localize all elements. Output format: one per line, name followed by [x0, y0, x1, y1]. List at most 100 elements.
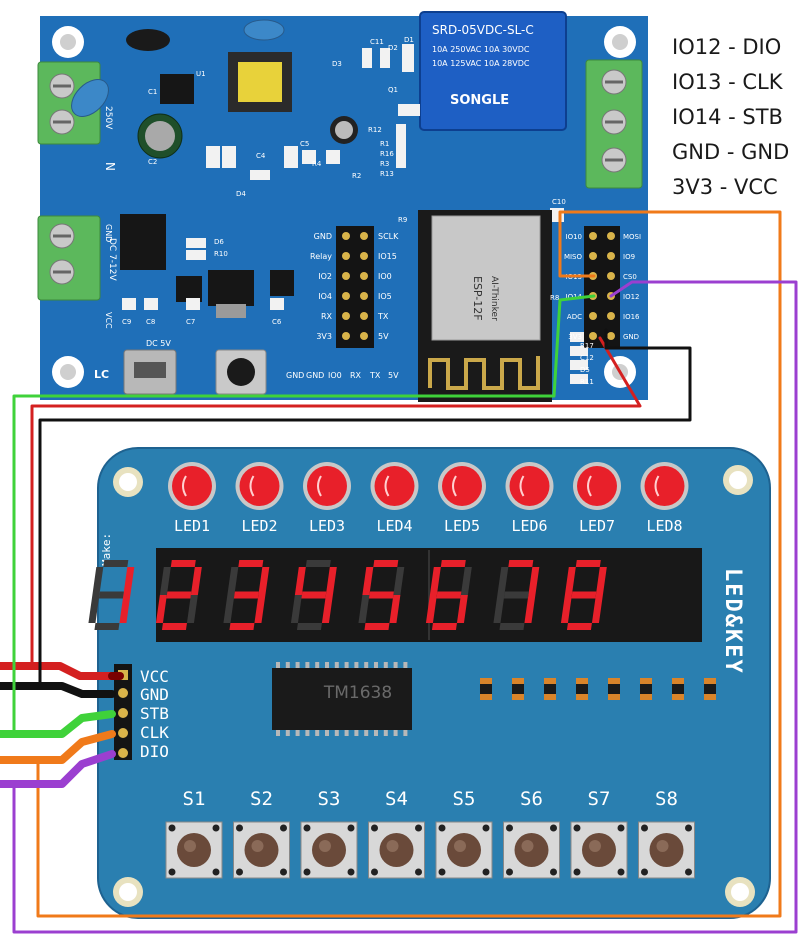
legend-line-clk: IO13 - CLK [672, 70, 783, 94]
chip-pin [374, 728, 378, 736]
chip-pin [383, 728, 388, 736]
header-pin-label: IO4 [318, 292, 332, 301]
component-label: C7 [186, 318, 195, 326]
component-label: C9 [122, 318, 131, 326]
header-pin-label: ADC [567, 313, 582, 321]
mounting-hole [113, 877, 143, 907]
pin-mapping-legend: IO12 - DIO IO13 - CLK IO14 - STB GND - G… [672, 30, 808, 205]
header-pin-label: TX [369, 371, 381, 380]
component-label: R3 [380, 160, 389, 168]
relay-rating-text: 10A 125VAC 10A 28VDC [432, 59, 530, 68]
led-label: LED5 [444, 517, 480, 535]
switch-label: S5 [453, 788, 476, 810]
electrolytic-capacitor [137, 113, 358, 159]
digit-5 [358, 560, 405, 630]
chip-pin [305, 662, 310, 670]
segment-b [528, 567, 540, 595]
led-label: LED7 [579, 517, 615, 535]
clk-wire [0, 210, 782, 918]
segment-c [119, 595, 131, 623]
pin-label-dio: DIO [140, 742, 169, 761]
digit-4 [290, 560, 337, 630]
bottom-header-labels: GND GND IO0 RX TX 5V [286, 371, 399, 380]
digit-1 [88, 560, 135, 630]
esp-module-text: AI-Thinker [489, 276, 499, 321]
chip-pin [276, 728, 280, 736]
header-pin-label: MOSI [623, 233, 641, 241]
vcc-terminal-label: VCC [104, 312, 113, 329]
brand-label: LED&KEY [720, 568, 745, 675]
component-label: C4 [256, 152, 266, 160]
component-label: C5 [300, 140, 309, 148]
header-pin-label: IO5 [378, 292, 392, 301]
segment-a [238, 560, 264, 567]
chip-pin [315, 728, 320, 736]
tactile-switch-6 [503, 821, 560, 879]
segment-g [368, 591, 394, 599]
component-label: R9 [398, 216, 407, 224]
component-label: C11 [370, 38, 384, 46]
header-pin-label: GND [314, 232, 332, 241]
red-led-1 [168, 462, 216, 510]
switch-label: S1 [183, 788, 206, 810]
component-label: D5 [580, 366, 590, 374]
component-label: R1 [380, 140, 389, 148]
header-pin-label: IO12 [623, 293, 639, 301]
dc5v-label: DC 5V [146, 339, 171, 348]
led-label: LED1 [174, 517, 210, 535]
segment-f [564, 567, 576, 595]
switch-label: S8 [655, 788, 678, 810]
left-pin-header [336, 226, 374, 348]
right-pin-header [584, 226, 620, 348]
component-label: R13 [380, 170, 394, 178]
tactile-switch-1 [165, 821, 223, 879]
segment-a [575, 560, 601, 567]
header-pin-label: 5V [378, 332, 389, 341]
header-pin-label: IO15 [378, 252, 397, 261]
led-label: LED6 [511, 517, 547, 535]
transformer [228, 52, 292, 112]
digit-7 [493, 560, 540, 630]
led-label: LED8 [646, 517, 682, 535]
make-label: Make: [100, 533, 113, 566]
red-led-3 [303, 462, 351, 510]
segment-c [321, 595, 333, 623]
smd-resistor [672, 678, 684, 700]
smd-resistor [640, 678, 652, 700]
segment-c [456, 595, 468, 623]
mounting-hole [52, 356, 84, 388]
segment-d [296, 623, 322, 630]
segment-f [227, 567, 239, 595]
component-label: R17 [580, 342, 594, 350]
gnd-terminal-label: GND [104, 224, 113, 242]
esp-module-text: ESP-12F [471, 276, 484, 321]
component-label: Q1 [388, 86, 398, 94]
segment-c [591, 595, 603, 623]
header-pin-label: IO9 [623, 253, 635, 261]
segment-d [499, 623, 525, 630]
wires [0, 210, 798, 934]
component-label: C12 [580, 354, 594, 362]
smd-resistor [480, 678, 492, 700]
component-label: R10 [214, 250, 228, 258]
chip-pin [334, 728, 339, 736]
header-pin-label: MISO [564, 253, 583, 261]
header-pin-label: Relay [310, 252, 332, 261]
chip-pin [354, 728, 359, 736]
led-row [168, 462, 689, 510]
x-capacitor [71, 79, 109, 117]
component-label: C6 [272, 318, 282, 326]
segment-e [425, 595, 437, 623]
red-led-7 [573, 462, 621, 510]
header-pin-label: IO2 [318, 272, 332, 281]
component-label: C8 [146, 318, 155, 326]
component-label: R2 [352, 172, 361, 180]
component-label: R12 [368, 126, 382, 134]
relay: SRD-05VDC-SL-C 10A 250VAC 10A 30VDC 10A … [419, 11, 567, 131]
relay-rating-text: 10A 250VAC 10A 30VDC [432, 45, 530, 54]
lc-label: LC [94, 368, 109, 381]
reset-button [215, 349, 267, 395]
segment-f [159, 567, 171, 595]
tactile-switch-4 [368, 821, 425, 879]
component-label: D4 [236, 190, 246, 198]
